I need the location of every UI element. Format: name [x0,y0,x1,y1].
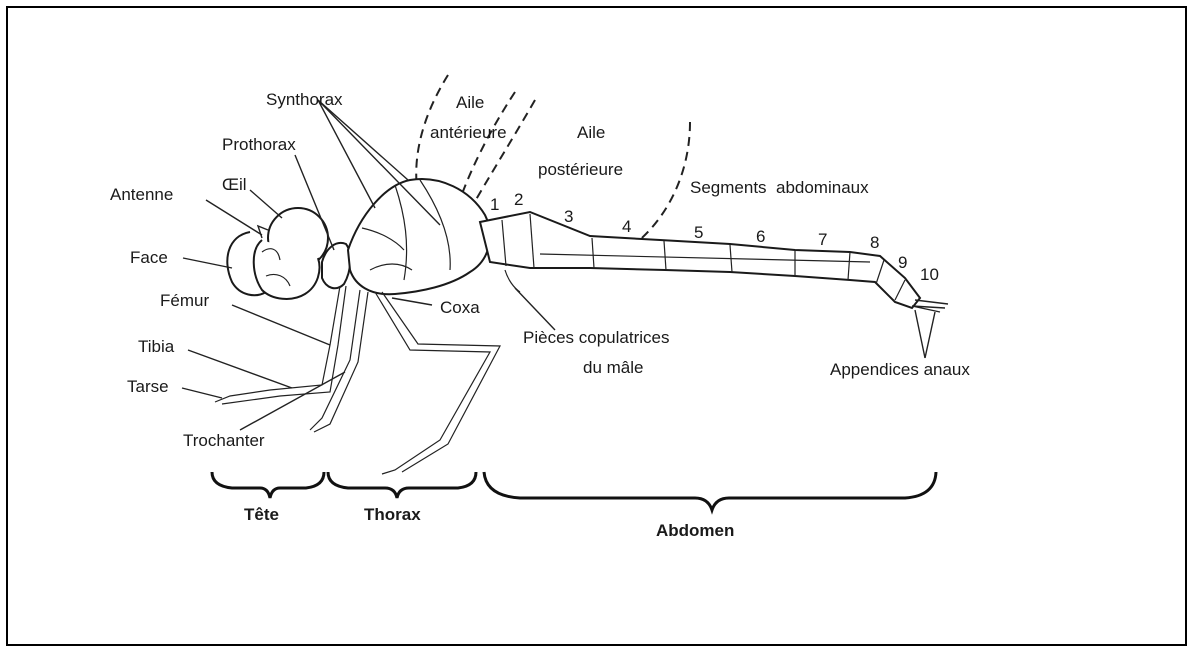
brace-abdomen [484,472,936,510]
segment-number: 4 [622,217,631,236]
label-coxa: Coxa [440,298,480,317]
leader-face [183,258,232,268]
label-aile-anterieure-1: Aile [456,93,484,112]
segment-number: 3 [564,207,573,226]
leader-tarse [182,388,222,398]
leader-oeil [250,190,282,218]
leader-appendices-1 [925,312,935,358]
segment-number: 9 [898,253,907,272]
label-face: Face [130,248,168,267]
group-label-tete: Tête [244,505,279,524]
leader-pieces [515,288,555,330]
label-pieces-copulatrices-2: du mâle [583,358,643,377]
abdomen [480,212,948,312]
label-pieces-copulatrices-1: Pièces copulatrices [523,328,669,347]
segment-number: 1 [490,195,499,214]
label-aile-posterieure-1: Aile [577,123,605,142]
leader-trochanter [240,372,345,430]
label-femur: Fémur [160,291,209,310]
hindleg-2 [382,292,500,472]
braces [212,472,936,510]
leader-femur [232,305,330,345]
segment-number: 2 [514,190,523,209]
label-segments-abdominaux: Segments abdominaux [690,178,869,197]
brace-thorax [328,472,476,498]
label-aile-anterieure-2: antérieure [430,123,507,142]
forewing-outline-3 [470,100,535,210]
label-antenne: Antenne [110,185,173,204]
segment-number: 5 [694,223,703,242]
segment-number: 7 [818,230,827,249]
leader-tibia [188,350,292,388]
copulatory-pieces [505,270,520,292]
head [227,208,328,299]
leader-synthorax-2 [318,100,375,208]
antenna [258,226,268,238]
label-trochanter: Trochanter [183,431,265,450]
brace-tete [212,472,324,498]
label-appendices-anaux: Appendices anaux [830,360,970,379]
group-label-thorax: Thorax [364,505,421,524]
leader-synthorax-1 [318,100,408,180]
group-labels: Tête Thorax Abdomen [244,505,734,540]
label-oeil: Œil [222,175,247,194]
segment-number: 10 [920,265,939,284]
leader-coxa [392,298,432,305]
dragonfly-anatomy-diagram: Synthorax Aile antérieure Aile postérieu… [0,0,1200,626]
segment-number: 8 [870,233,879,252]
thorax [322,179,490,294]
label-prothorax: Prothorax [222,135,296,154]
segment-number: 6 [756,227,765,246]
label-tarse: Tarse [127,377,169,396]
midleg-2 [314,292,368,432]
label-tibia: Tibia [138,337,175,356]
group-label-abdomen: Abdomen [656,521,734,540]
leader-appendices-2 [915,310,925,358]
hindleg [375,292,490,474]
label-aile-posterieure-2: postérieure [538,160,623,179]
foreleg-2 [222,286,346,404]
label-synthorax: Synthorax [266,90,343,109]
leader-antenne [206,200,262,235]
